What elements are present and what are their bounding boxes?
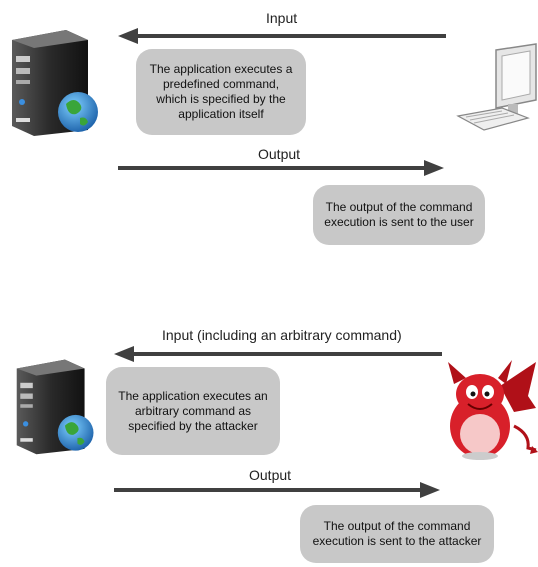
input-label: Input [266, 10, 298, 26]
server-note-text: The application executes an arbitrary co… [118, 388, 268, 433]
input-arrow [118, 28, 446, 44]
output-label: Output [249, 467, 292, 483]
server-globe-icon [16, 359, 94, 455]
output-note-bubble: The output of the command execution is s… [300, 505, 494, 563]
output-note-bubble: The output of the command execution is s… [313, 185, 485, 245]
output-arrow [118, 160, 444, 176]
devil-icon [448, 360, 538, 460]
server-note-bubble: The application executes an arbitrary co… [106, 367, 280, 455]
output-arrow [114, 482, 440, 498]
output-label: Output [258, 146, 301, 162]
server-note-text: The application executes a predefined co… [149, 62, 293, 121]
output-note-text: The output of the command execution is s… [324, 200, 474, 229]
server-note-bubble: The application executes a predefined co… [136, 49, 306, 135]
server-globe-icon [12, 30, 98, 136]
input-arrow [114, 346, 442, 362]
output-note-text: The output of the command execution is s… [312, 519, 482, 548]
input-label: Input (including an arbitrary command) [162, 327, 402, 343]
computer-icon [456, 43, 537, 131]
